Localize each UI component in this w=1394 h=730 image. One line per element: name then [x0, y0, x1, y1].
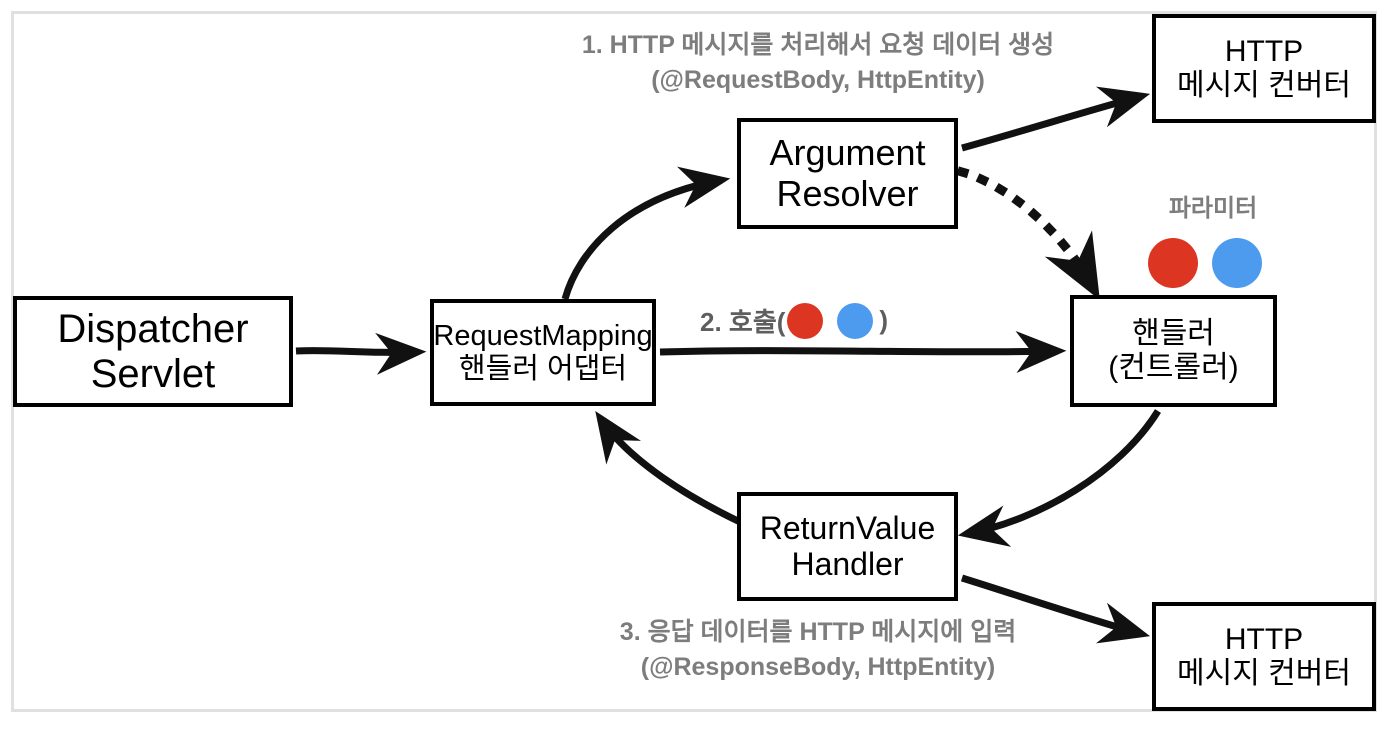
node-handler-controller-line2: (컨트롤러) [1108, 351, 1239, 384]
node-argument-resolver-line1: Argument [769, 132, 926, 174]
node-dispatcher-servlet-line2: Servlet [90, 351, 216, 396]
caption-step-3-main: 3. 응답 데이터를 HTTP 메시지에 입력 [619, 618, 1017, 646]
caption-step-3: 3. 응답 데이터를 HTTP 메시지에 입력 (@ResponseBody, … [548, 615, 1088, 684]
caption-step-2: 2. 호출( ) [700, 302, 888, 339]
parameter-dot-blue-icon [837, 302, 874, 339]
node-http-message-converter-top-line1: HTTP [1224, 34, 1304, 68]
caption-step-2-prefix: 2. 호출( [700, 307, 786, 337]
caption-step-2-suffix: ) [879, 305, 889, 335]
node-argument-resolver[interactable]: Argument Resolver [737, 118, 958, 229]
parameter-dot-red-icon [787, 302, 824, 339]
node-dispatcher-servlet-line1: Dispatcher [57, 306, 249, 351]
node-http-message-converter-top[interactable]: HTTP 메시지 컨버터 [1152, 14, 1376, 123]
node-request-mapping-handler-adapter[interactable]: RequestMapping 핸들러 어댑터 [430, 299, 656, 406]
caption-parameter-label: 파라미터 [1168, 195, 1258, 222]
handler-parameter-dot-blue-icon [1212, 238, 1262, 288]
caption-step-3-sub: (@ResponseBody, HttpEntity) [640, 652, 996, 681]
caption-step-1-main: 1. HTTP 메시지를 처리해서 요청 데이터 생성 [581, 31, 1055, 59]
handler-parameter-dot-red-icon [1148, 238, 1198, 288]
caption-step-1: 1. HTTP 메시지를 처리해서 요청 데이터 생성 (@RequestBod… [548, 28, 1088, 97]
node-return-value-handler-line1: ReturnValue [759, 509, 936, 546]
node-argument-resolver-line2: Resolver [776, 172, 919, 214]
node-http-message-converter-bottom-line1: HTTP [1224, 622, 1304, 656]
node-http-message-converter-bottom-line2: 메시지 컨버터 [1177, 656, 1351, 690]
node-return-value-handler[interactable]: ReturnValue Handler [737, 492, 958, 601]
node-handler-controller[interactable]: 핸들러 (컨트롤러) [1070, 295, 1277, 407]
node-request-mapping-handler-adapter-line1: RequestMapping [433, 320, 653, 353]
node-dispatcher-servlet[interactable]: Dispatcher Servlet [13, 296, 293, 407]
node-http-message-converter-bottom[interactable]: HTTP 메시지 컨버터 [1152, 602, 1376, 711]
node-return-value-handler-line2: Handler [791, 545, 904, 582]
node-http-message-converter-top-line2: 메시지 컨버터 [1177, 68, 1351, 102]
node-handler-controller-line1: 핸들러 [1132, 317, 1215, 351]
caption-step-1-sub: (@RequestBody, HttpEntity) [651, 65, 985, 94]
node-request-mapping-handler-adapter-line2: 핸들러 어댑터 [458, 352, 628, 385]
